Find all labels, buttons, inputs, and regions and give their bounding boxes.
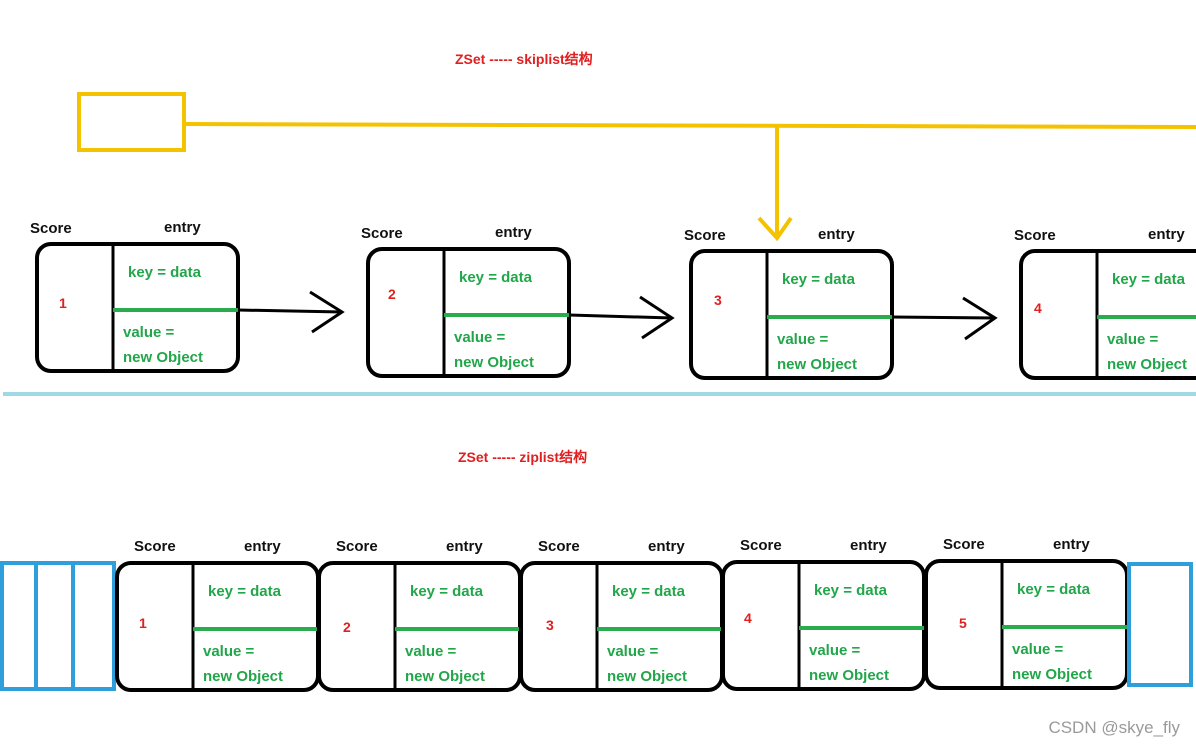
value-field-line2: new Object <box>1012 666 1093 683</box>
skiplist-level-header-box <box>77 92 186 152</box>
value-field-line1: value = <box>454 329 506 346</box>
score-value: 3 <box>714 292 722 308</box>
value-field-line1: value = <box>809 642 861 659</box>
score-header: Score <box>740 537 782 554</box>
key-field: key = data <box>410 583 483 600</box>
ziplist-end-cell <box>1127 562 1193 687</box>
key-field: key = data <box>459 269 532 286</box>
value-field-line1: value = <box>405 643 457 660</box>
watermark: CSDN @skye_fly <box>1048 718 1180 737</box>
entry-header: entry <box>244 538 281 555</box>
score-value: 1 <box>59 295 67 311</box>
key-field: key = data <box>1017 581 1090 598</box>
entry-header: entry <box>1053 536 1090 553</box>
skiplist-title: ZSet ----- skiplist结构 <box>455 51 593 67</box>
value-field-line2: new Object <box>809 667 890 684</box>
node-box <box>35 242 240 373</box>
value-field-line2: new Object <box>454 354 535 371</box>
ziplist-entry-2 <box>317 561 522 692</box>
score-header: Score <box>30 220 72 237</box>
score-header: Score <box>361 225 403 242</box>
value-field-line1: value = <box>123 324 175 341</box>
value-field-line1: value = <box>1012 641 1064 658</box>
skiplist-arrow-1-2 <box>237 290 345 334</box>
skiplist-arrow-2-3 <box>568 295 675 340</box>
value-field-line2: new Object <box>203 668 284 685</box>
score-value: 1 <box>139 615 147 631</box>
value-field-line2: new Object <box>405 668 486 685</box>
score-header: Score <box>336 538 378 555</box>
score-header: Score <box>134 538 176 555</box>
skiplist-node-2 <box>366 247 571 378</box>
value-field-line2: new Object <box>1107 356 1188 373</box>
key-field: key = data <box>1112 271 1185 288</box>
skiplist-level-pointer-line <box>183 122 1196 129</box>
node-box <box>689 249 894 380</box>
value-field-line1: value = <box>777 331 829 348</box>
value-field-line2: new Object <box>607 668 688 685</box>
score-value: 4 <box>744 610 752 626</box>
entry-header: entry <box>818 226 855 243</box>
node-box <box>366 247 571 378</box>
key-field: key = data <box>128 264 201 281</box>
value-field-line1: value = <box>203 643 255 660</box>
skiplist-node-3 <box>689 249 894 380</box>
score-value: 4 <box>1034 300 1042 316</box>
ziplist-header-cells <box>0 561 116 691</box>
skiplist-level-drop-arrowhead <box>757 216 793 242</box>
key-field: key = data <box>782 271 855 288</box>
value-field-line2: new Object <box>777 356 858 373</box>
score-header: Score <box>943 536 985 553</box>
key-field: key = data <box>814 582 887 599</box>
score-value: 2 <box>388 286 396 302</box>
value-field-line2: new Object <box>123 349 204 366</box>
score-header: Score <box>538 538 580 555</box>
entry-header: entry <box>164 219 201 236</box>
key-field: key = data <box>612 583 685 600</box>
value-field-line1: value = <box>607 643 659 660</box>
entry-header: entry <box>446 538 483 555</box>
entry-header: entry <box>495 224 532 241</box>
score-header: Score <box>1014 227 1056 244</box>
skiplist-arrow-3-4 <box>891 296 998 341</box>
skiplist-node-1 <box>35 242 240 373</box>
entry-header: entry <box>850 537 887 554</box>
score-value: 5 <box>959 615 967 631</box>
ziplist-title: ZSet ----- ziplist结构 <box>458 449 588 465</box>
score-header: Score <box>684 227 726 244</box>
node-box <box>1019 249 1196 380</box>
skiplist-node-4 <box>1019 249 1196 380</box>
entry-header: entry <box>648 538 685 555</box>
key-field: key = data <box>208 583 281 600</box>
score-value: 3 <box>546 617 554 633</box>
entry-header: entry <box>1148 226 1185 243</box>
value-field-line1: value = <box>1107 331 1159 348</box>
ziplist-entry-3 <box>519 561 724 692</box>
ziplist-entry-4 <box>721 560 926 691</box>
score-value: 2 <box>343 619 351 635</box>
